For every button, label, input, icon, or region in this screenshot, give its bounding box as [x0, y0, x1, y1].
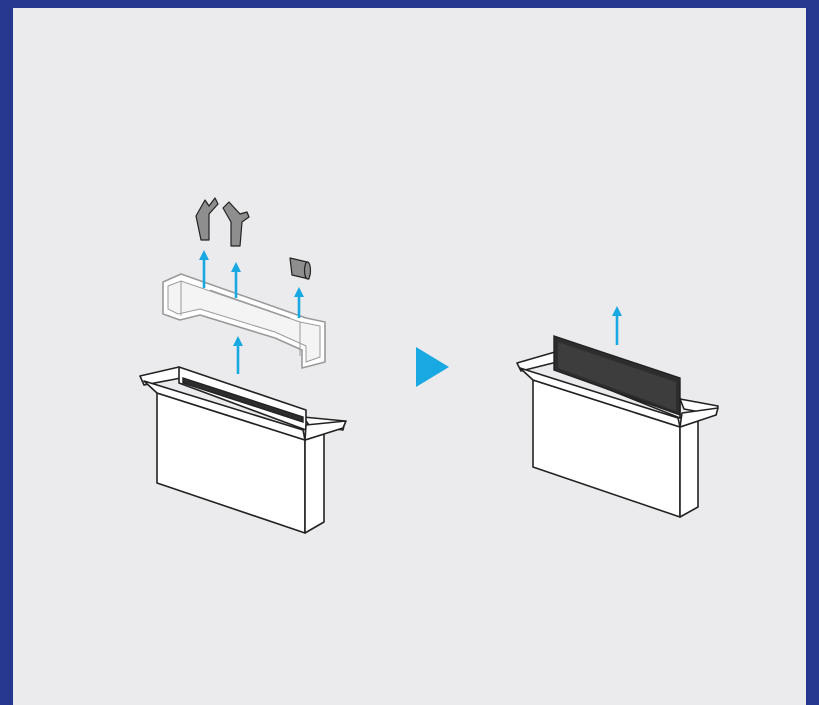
up-arrow-1 [199, 250, 209, 288]
up-arrow-5 [612, 306, 622, 345]
next-step-arrow [416, 347, 449, 387]
tv-edge-inside-box [182, 377, 304, 423]
illustration-panel [13, 8, 806, 705]
arrow-head [199, 250, 209, 260]
box2-right-flap [679, 407, 719, 428]
up-arrow-3 [294, 287, 304, 318]
box-right-flap [304, 420, 347, 441]
step-1-group [139, 197, 347, 534]
box-side-panel [304, 433, 325, 534]
step-2-group [516, 306, 719, 518]
stand-leg-right [222, 201, 250, 247]
packing-insert [162, 273, 326, 369]
arrow-head [294, 287, 304, 297]
cylinder-accessory [289, 257, 312, 280]
stand-leg-left [195, 197, 219, 241]
arrow-head [612, 306, 622, 316]
box2-side-panel [679, 420, 699, 518]
arrow-head [233, 336, 243, 346]
up-arrow-4 [233, 336, 243, 374]
tv-screen-highlight [558, 342, 676, 411]
up-arrow-2 [231, 262, 241, 298]
arrow-head [231, 262, 241, 272]
